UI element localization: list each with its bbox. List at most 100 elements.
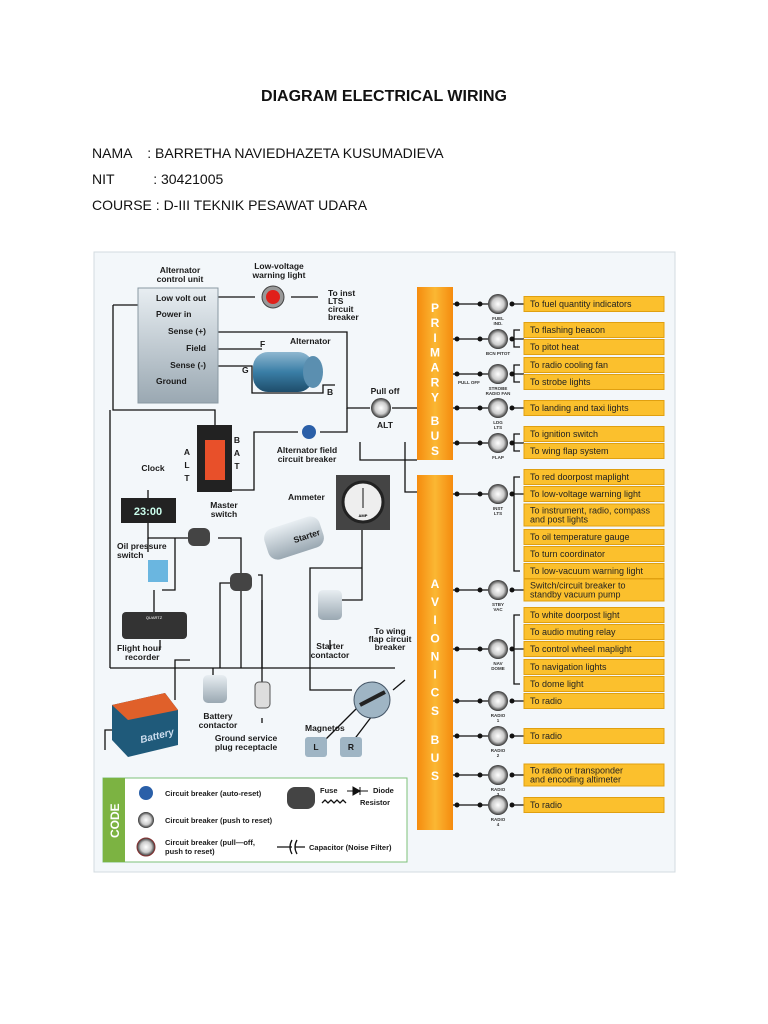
breaker-knob-icon[interactable] (488, 765, 508, 785)
output-label-box (523, 676, 665, 692)
svg-text:Starter: Starter (292, 527, 322, 545)
svg-text:Diode: Diode (373, 786, 394, 795)
svg-text:Circuit breaker (push to reset: Circuit breaker (push to reset) (165, 816, 273, 825)
breaker-label: IND. (494, 321, 503, 326)
output-label-box (523, 443, 665, 459)
svg-text:Power in: Power in (156, 309, 191, 319)
svg-text:Magnetos: Magnetos (305, 723, 345, 733)
terminal-dot (509, 440, 515, 446)
breaker-label: VAC (493, 607, 503, 612)
breaker-knob-icon[interactable] (488, 329, 508, 349)
output-label-box (523, 400, 665, 416)
name-line: NAMA : BARRETHA NAVIEDHAZETA KUSUMADIEVA (92, 145, 444, 161)
breaker-knob-icon[interactable] (488, 294, 508, 314)
page-title: DIAGRAM ELECTRICAL WIRING (261, 88, 507, 105)
battery: Battery (112, 693, 178, 757)
svg-text:Ground service: Ground service (215, 733, 278, 743)
breaker-knob-icon[interactable] (488, 691, 508, 711)
svg-text:G: G (242, 365, 249, 375)
output-label: To instrument, radio, compass (530, 506, 651, 516)
breaker-knob-icon[interactable] (488, 580, 508, 600)
svg-text:circuit breaker: circuit breaker (278, 454, 337, 464)
terminal-dot (509, 336, 515, 342)
primary-bus-letter: I (433, 331, 436, 345)
breaker-label: RADIO (491, 787, 506, 792)
ammeter: AMP Ammeter (288, 475, 390, 530)
terminal-dot (509, 698, 515, 704)
terminal-dot (509, 405, 515, 411)
svg-text:L: L (313, 742, 318, 752)
svg-text:switch: switch (211, 509, 237, 519)
breaker-knob-icon[interactable] (488, 398, 508, 418)
svg-text:To wing: To wing (374, 626, 405, 636)
master-switch: A L T B A T Master switch (184, 425, 240, 519)
ignition-switch (353, 681, 391, 719)
breaker-knob-icon[interactable] (488, 639, 508, 659)
breaker-knob-icon[interactable] (488, 795, 508, 815)
svg-text:A: A (234, 448, 240, 458)
breaker-label: DOME (491, 666, 505, 671)
terminal-dot (477, 405, 483, 411)
svg-text:circuit: circuit (328, 304, 354, 314)
svg-text:Battery: Battery (139, 727, 176, 746)
svg-text:warning light: warning light (252, 270, 306, 280)
breaker-label: INST (493, 506, 504, 511)
output-label-box (523, 486, 665, 502)
output-label-box (523, 339, 665, 355)
avionics-bus-letter: B (431, 733, 440, 747)
avionics-bus-letter: S (431, 704, 439, 718)
output-label: To white doorpost light (530, 610, 620, 620)
svg-text:Sense (+): Sense (+) (168, 326, 206, 336)
output-label-box (523, 659, 665, 675)
primary-bus-letter: S (431, 444, 439, 458)
fuse-1 (188, 528, 210, 546)
alternator-control-unit: Alternator control unit Low volt out Pow… (137, 265, 219, 404)
output-label: Switch/circuit breaker to (530, 581, 626, 591)
terminal-dot (477, 802, 483, 808)
breaker-knob-icon[interactable] (488, 433, 508, 453)
terminal-dot (509, 301, 515, 307)
svg-text:B: B (234, 435, 240, 445)
svg-text:Master: Master (210, 500, 238, 510)
svg-text:CODE: CODE (108, 803, 122, 838)
breaker-label: RADIO (491, 748, 506, 753)
capacitor-icon (277, 839, 305, 855)
output-label-box (523, 563, 665, 579)
starter-motor: Starter (264, 516, 324, 560)
terminal-dot (454, 371, 460, 377)
terminal-dot (477, 698, 483, 704)
output-label: To ignition switch (530, 429, 598, 439)
flight-hour-recorder: QUARTZ Flight hour recorder (117, 612, 187, 662)
output-label: To strobe lights (530, 377, 591, 387)
svg-text:push to reset): push to reset) (165, 847, 215, 856)
svg-text:Oil pressure: Oil pressure (117, 541, 167, 551)
breaker-label: 3 (497, 792, 500, 797)
starter-contactor: Starter contactor (311, 590, 350, 660)
svg-text:contactor: contactor (199, 720, 238, 730)
breaker-knob-icon[interactable] (488, 364, 508, 384)
svg-text:Circuit breaker (pull—off,: Circuit breaker (pull—off, (165, 838, 255, 847)
avionics-bus (417, 475, 453, 830)
terminal-dot (477, 733, 483, 739)
output-label-box (523, 607, 665, 623)
terminal-dot (454, 646, 460, 652)
primary-bus-letter: A (431, 361, 440, 375)
alternator-field-circuit-breaker: Alternator field circuit breaker (277, 425, 337, 464)
output-label: To turn coordinator (530, 549, 605, 559)
diode-icon (347, 786, 368, 796)
terminal-dot (509, 802, 515, 808)
terminal-dot (509, 371, 515, 377)
svg-text:Flight hour: Flight hour (117, 643, 162, 653)
output-label: To oil temperature gauge (530, 532, 630, 542)
breaker-knob-icon[interactable] (488, 726, 508, 746)
breaker-knob-icon[interactable] (488, 484, 508, 504)
primary-bus (417, 287, 453, 460)
